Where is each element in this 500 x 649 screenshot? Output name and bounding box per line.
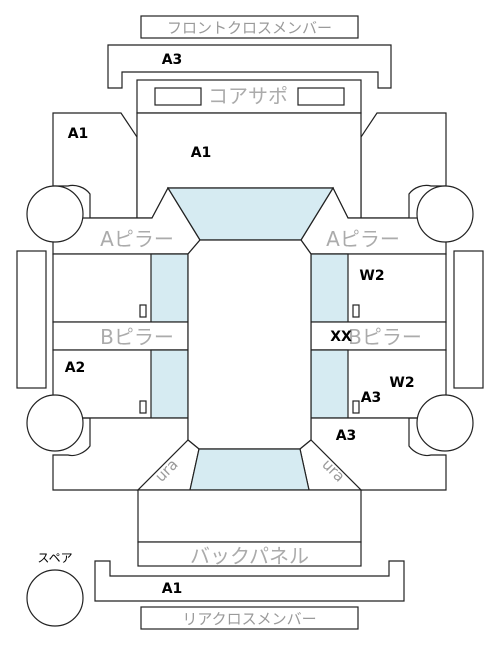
grade-hood: A1 (191, 145, 212, 161)
wheel-rear-left[interactable] (26, 394, 84, 452)
trunk-lid[interactable] (137, 489, 362, 543)
wheel-rear-right[interactable] (416, 394, 474, 452)
b-pillar-left-label: Bピラー (100, 325, 174, 349)
b-pillar-left[interactable] (52, 321, 189, 351)
a-pillar-left-label: Aピラー (100, 227, 174, 251)
b-pillar-right[interactable] (310, 321, 447, 351)
front-cross-member-box[interactable] (140, 15, 359, 39)
spare-label: スペア (37, 551, 72, 565)
left-front-door-handle[interactable] (139, 304, 147, 318)
front-bumper[interactable] (107, 44, 392, 89)
back-panel[interactable] (137, 541, 362, 567)
right-rear-window[interactable] (310, 349, 349, 419)
left-mirror[interactable] (16, 250, 47, 389)
spare-tire[interactable] (26, 569, 84, 627)
rear-cross-member-box[interactable] (140, 606, 359, 630)
b-pillar-right-label: Bピラー (348, 325, 422, 349)
left-front-window[interactable] (150, 253, 189, 323)
wheel-front-right[interactable] (416, 185, 474, 243)
core-support-label: コアサポ (208, 84, 288, 108)
right-front-window[interactable] (310, 253, 349, 323)
rear-window[interactable] (189, 448, 310, 491)
left-rear-door-handle[interactable] (139, 400, 147, 414)
grade-front-cross-member: A3 (162, 52, 183, 68)
wheel-front-left[interactable] (26, 185, 84, 243)
left-rear-window[interactable] (150, 349, 189, 419)
grade-left-front-fender: A1 (68, 126, 89, 142)
headlight-right[interactable] (297, 87, 345, 106)
roof[interactable] (187, 239, 312, 450)
grade-right-rear-fender: A3 (336, 428, 357, 444)
a-pillar-right-label: Aピラー (326, 227, 400, 251)
rear-bumper[interactable] (94, 560, 405, 602)
right-mirror[interactable] (453, 250, 484, 389)
right-rear-door-handle[interactable] (352, 400, 360, 414)
back-panel-label: バックパネル (190, 544, 309, 568)
grade-left-rear-door: A2 (65, 360, 86, 376)
grade-rear-cross-member: A1 (162, 581, 183, 597)
front-cross-member-label: フロントクロスメンバー (167, 19, 332, 37)
grade-right-rear-door-2: A3 (361, 390, 382, 406)
grade-right-center: XX (330, 329, 352, 345)
headlight-left[interactable] (154, 87, 202, 106)
right-front-door-handle[interactable] (352, 304, 360, 318)
rear-cross-member-label: リアクロスメンバー (182, 610, 316, 628)
grade-right-front-door: W2 (359, 268, 384, 284)
grade-right-rear-door: W2 (389, 375, 414, 391)
